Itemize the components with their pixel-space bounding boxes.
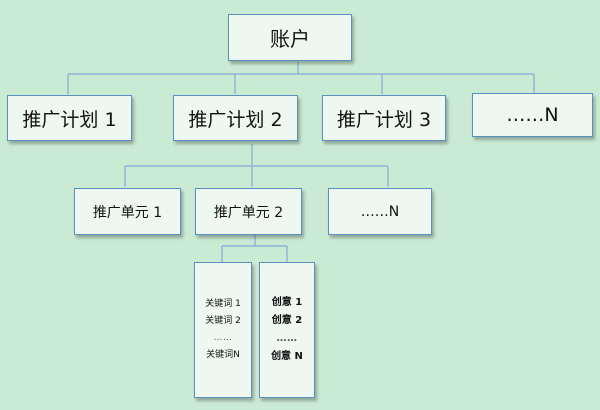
unit-node-1: 推广单元 1	[74, 188, 181, 235]
plan-node-label: 推广计划 1	[22, 108, 117, 131]
plan-node-label: ……N	[506, 104, 559, 126]
unit-node-label: 推广单元 2	[213, 204, 284, 221]
keyword-item: 关键词 2	[205, 316, 241, 326]
unit-node-n: ……N	[328, 188, 432, 235]
creative-item: 创意 1	[271, 297, 303, 308]
plan-node-n: ……N	[472, 93, 593, 137]
creative-ellipsis: ……	[276, 333, 298, 344]
keywords-node: 关键词 1 关键词 2 …… 关键词N	[194, 262, 252, 398]
unit-node-label: ……N	[360, 203, 400, 220]
keyword-item: 关键词 1	[205, 299, 241, 309]
plan-node-label: 推广计划 3	[336, 108, 432, 131]
account-node: 账户	[228, 14, 352, 61]
unit-node-2: 推广单元 2	[195, 188, 302, 235]
plan-node-label: 推广计划 2	[188, 108, 283, 131]
creative-item: 创意 2	[271, 315, 303, 326]
keyword-ellipsis: ……	[213, 333, 233, 343]
plan-node-3: 推广计划 3	[322, 95, 446, 141]
account-node-label: 账户	[270, 27, 310, 51]
creative-item: 创意 N	[271, 351, 303, 362]
creatives-node: 创意 1 创意 2 …… 创意 N	[259, 262, 315, 398]
plan-node-1: 推广计划 1	[7, 95, 132, 141]
keyword-item: 关键词N	[206, 350, 240, 360]
unit-node-label: 推广单元 1	[92, 204, 163, 221]
plan-node-2: 推广计划 2	[173, 95, 298, 141]
